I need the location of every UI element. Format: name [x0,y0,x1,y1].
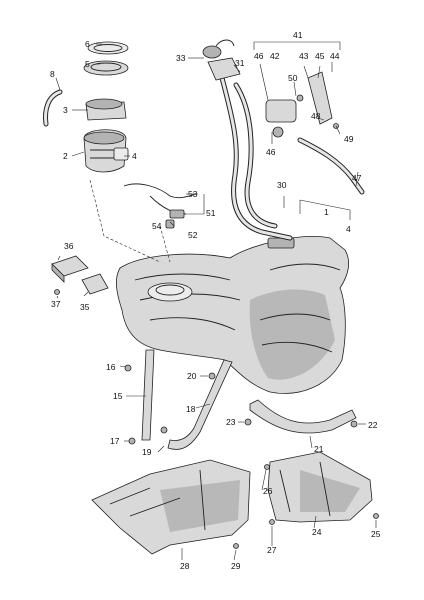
callout-15: 15 [113,391,123,401]
callout-1: 1 [324,207,329,217]
callout-6: 6 [85,39,90,49]
fuel-pump-assembly [43,41,129,173]
callout-22: 22 [368,420,378,430]
callout-2: 2 [63,151,68,161]
callout-16: 16 [106,362,116,372]
callout-53: 53 [188,189,198,199]
heat-shield-left [91,459,251,555]
callout-4: 4 [132,151,137,161]
callout-49: 49 [344,134,354,144]
callout-46: 46 [254,51,264,61]
callout-25: 25 [371,529,381,539]
callout-27: 27 [267,545,277,555]
callout-46-lower: 46 [266,147,276,157]
callout-35: 35 [80,302,90,312]
callout-21: 21 [314,444,324,454]
callout-19: 19 [142,447,152,457]
callout-41: 41 [293,30,303,40]
leader-lines [55,41,377,561]
callout-51: 51 [206,208,216,218]
callout-42: 42 [270,51,280,61]
callout-30: 30 [277,180,287,190]
callout-4-tank: 4 [346,224,351,234]
wiring-harness [123,183,197,229]
callout-33: 33 [176,53,186,63]
callout-18: 18 [186,404,196,414]
callout-50: 50 [288,73,298,83]
callout-43: 43 [299,51,309,61]
heat-shield-right [233,451,379,549]
callout-44: 44 [330,51,340,61]
callout-24: 24 [312,527,322,537]
callout-52: 52 [188,230,198,240]
evap-valve-assembly [265,71,365,195]
callout-labels: 6 5 8 3 2 4 33 31 41 46 42 43 45 44 50 4… [50,30,381,571]
callout-31: 31 [235,58,245,68]
callout-3: 3 [63,105,68,115]
callout-17: 17 [110,436,120,446]
callout-8: 8 [50,69,55,79]
callout-36: 36 [64,241,74,251]
callout-26: 26 [263,486,273,496]
callout-29: 29 [231,561,241,571]
callout-20: 20 [187,371,197,381]
callout-5: 5 [85,59,90,69]
callout-47: 47 [352,173,362,183]
control-unit [51,255,109,295]
callout-45: 45 [315,51,325,61]
tensioning-straps [124,349,358,450]
callout-23: 23 [226,417,236,427]
callout-37: 37 [51,299,61,309]
fuel-tank [116,236,350,394]
callout-54: 54 [152,221,162,231]
callout-28: 28 [180,561,190,571]
filler-neck [202,39,293,241]
callout-48: 48 [311,111,321,121]
